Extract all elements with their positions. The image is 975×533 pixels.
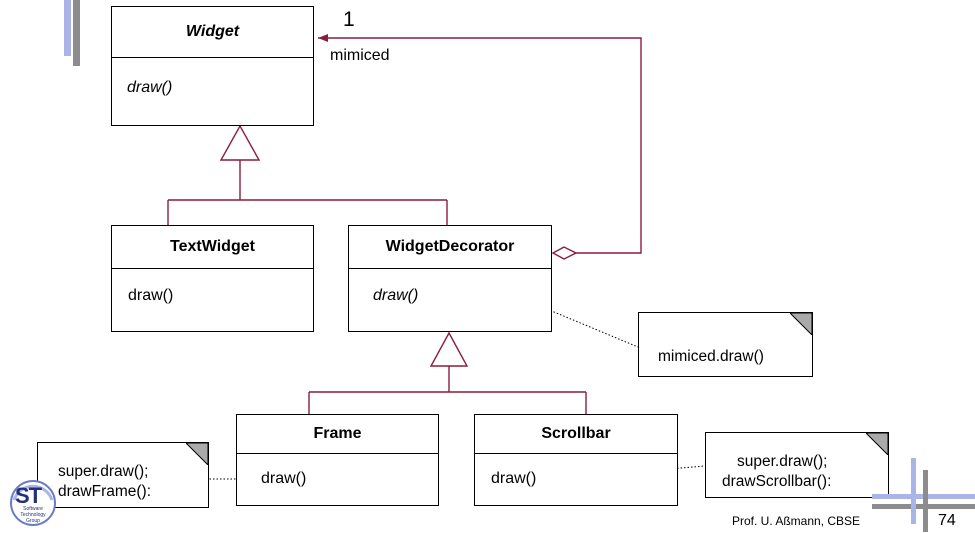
class-text-widget-operation: draw() — [128, 287, 174, 304]
note-scrollbar-draw: super.draw(); drawScrollbar(): — [705, 432, 889, 498]
page-number: 74 — [938, 512, 956, 529]
class-text-widget[interactable]: TextWidget draw() — [111, 225, 314, 332]
inheritance-triangle-widget — [219, 124, 261, 161]
note-frame-line1: super.draw(); — [58, 463, 149, 480]
class-widget-operation: draw() — [127, 79, 173, 96]
note-frame-draw: super.draw(); drawFrame(): — [37, 442, 209, 508]
class-scrollbar[interactable]: Scrollbar draw() — [474, 414, 678, 506]
class-widget-name: Widget — [112, 7, 313, 58]
class-frame[interactable]: Frame draw() — [236, 414, 439, 506]
class-frame-operation: draw() — [261, 470, 307, 487]
st-logo: ST Software Technology Group — [6, 478, 60, 528]
inheritance-lines-decorator — [308, 366, 587, 414]
note-scrollbar-line1: super.draw(); — [737, 453, 828, 470]
class-text-widget-name: TextWidget — [112, 226, 313, 269]
class-widget-decorator-operation: draw() — [373, 287, 419, 304]
class-scrollbar-operation: draw() — [491, 470, 537, 487]
accent-bar-gray-vertical — [923, 470, 928, 532]
accent-bar-blue-top — [64, 0, 71, 56]
class-frame-name: Frame — [237, 415, 438, 454]
class-scrollbar-name: Scrollbar — [475, 415, 677, 454]
note-decorator-draw: mimiced.draw() — [638, 312, 813, 377]
class-widget[interactable]: Widget draw() — [111, 6, 314, 126]
st-logo-icon — [10, 480, 56, 526]
st-logo-letters: ST — [15, 483, 42, 508]
inheritance-triangle-decorator — [429, 331, 469, 367]
footer-author: Prof. U. Aßmann, CBSE — [732, 514, 861, 528]
note-scrollbar-line2: drawScrollbar(): — [722, 473, 832, 490]
note-fold-icon — [790, 313, 812, 335]
note-fold-icon — [866, 433, 888, 455]
association-multiplicity: 1 — [343, 8, 355, 31]
st-logo-caption: Software Technology Group — [20, 506, 46, 524]
association-arrowhead — [318, 34, 328, 42]
association-line — [318, 37, 642, 254]
class-widget-decorator-name: WidgetDecorator — [349, 226, 551, 269]
note-fold-icon — [186, 443, 208, 465]
association-role: mimiced — [330, 47, 390, 64]
accent-bar-gray-top — [73, 0, 80, 66]
note-frame-line2: drawFrame(): — [58, 483, 152, 500]
class-widget-decorator[interactable]: WidgetDecorator draw() — [348, 225, 552, 332]
aggregation-diamond — [551, 246, 578, 260]
accent-bar-blue-vertical — [911, 458, 916, 524]
note-decorator-text: mimiced.draw() — [658, 348, 764, 365]
inheritance-lines-widget — [167, 160, 448, 225]
